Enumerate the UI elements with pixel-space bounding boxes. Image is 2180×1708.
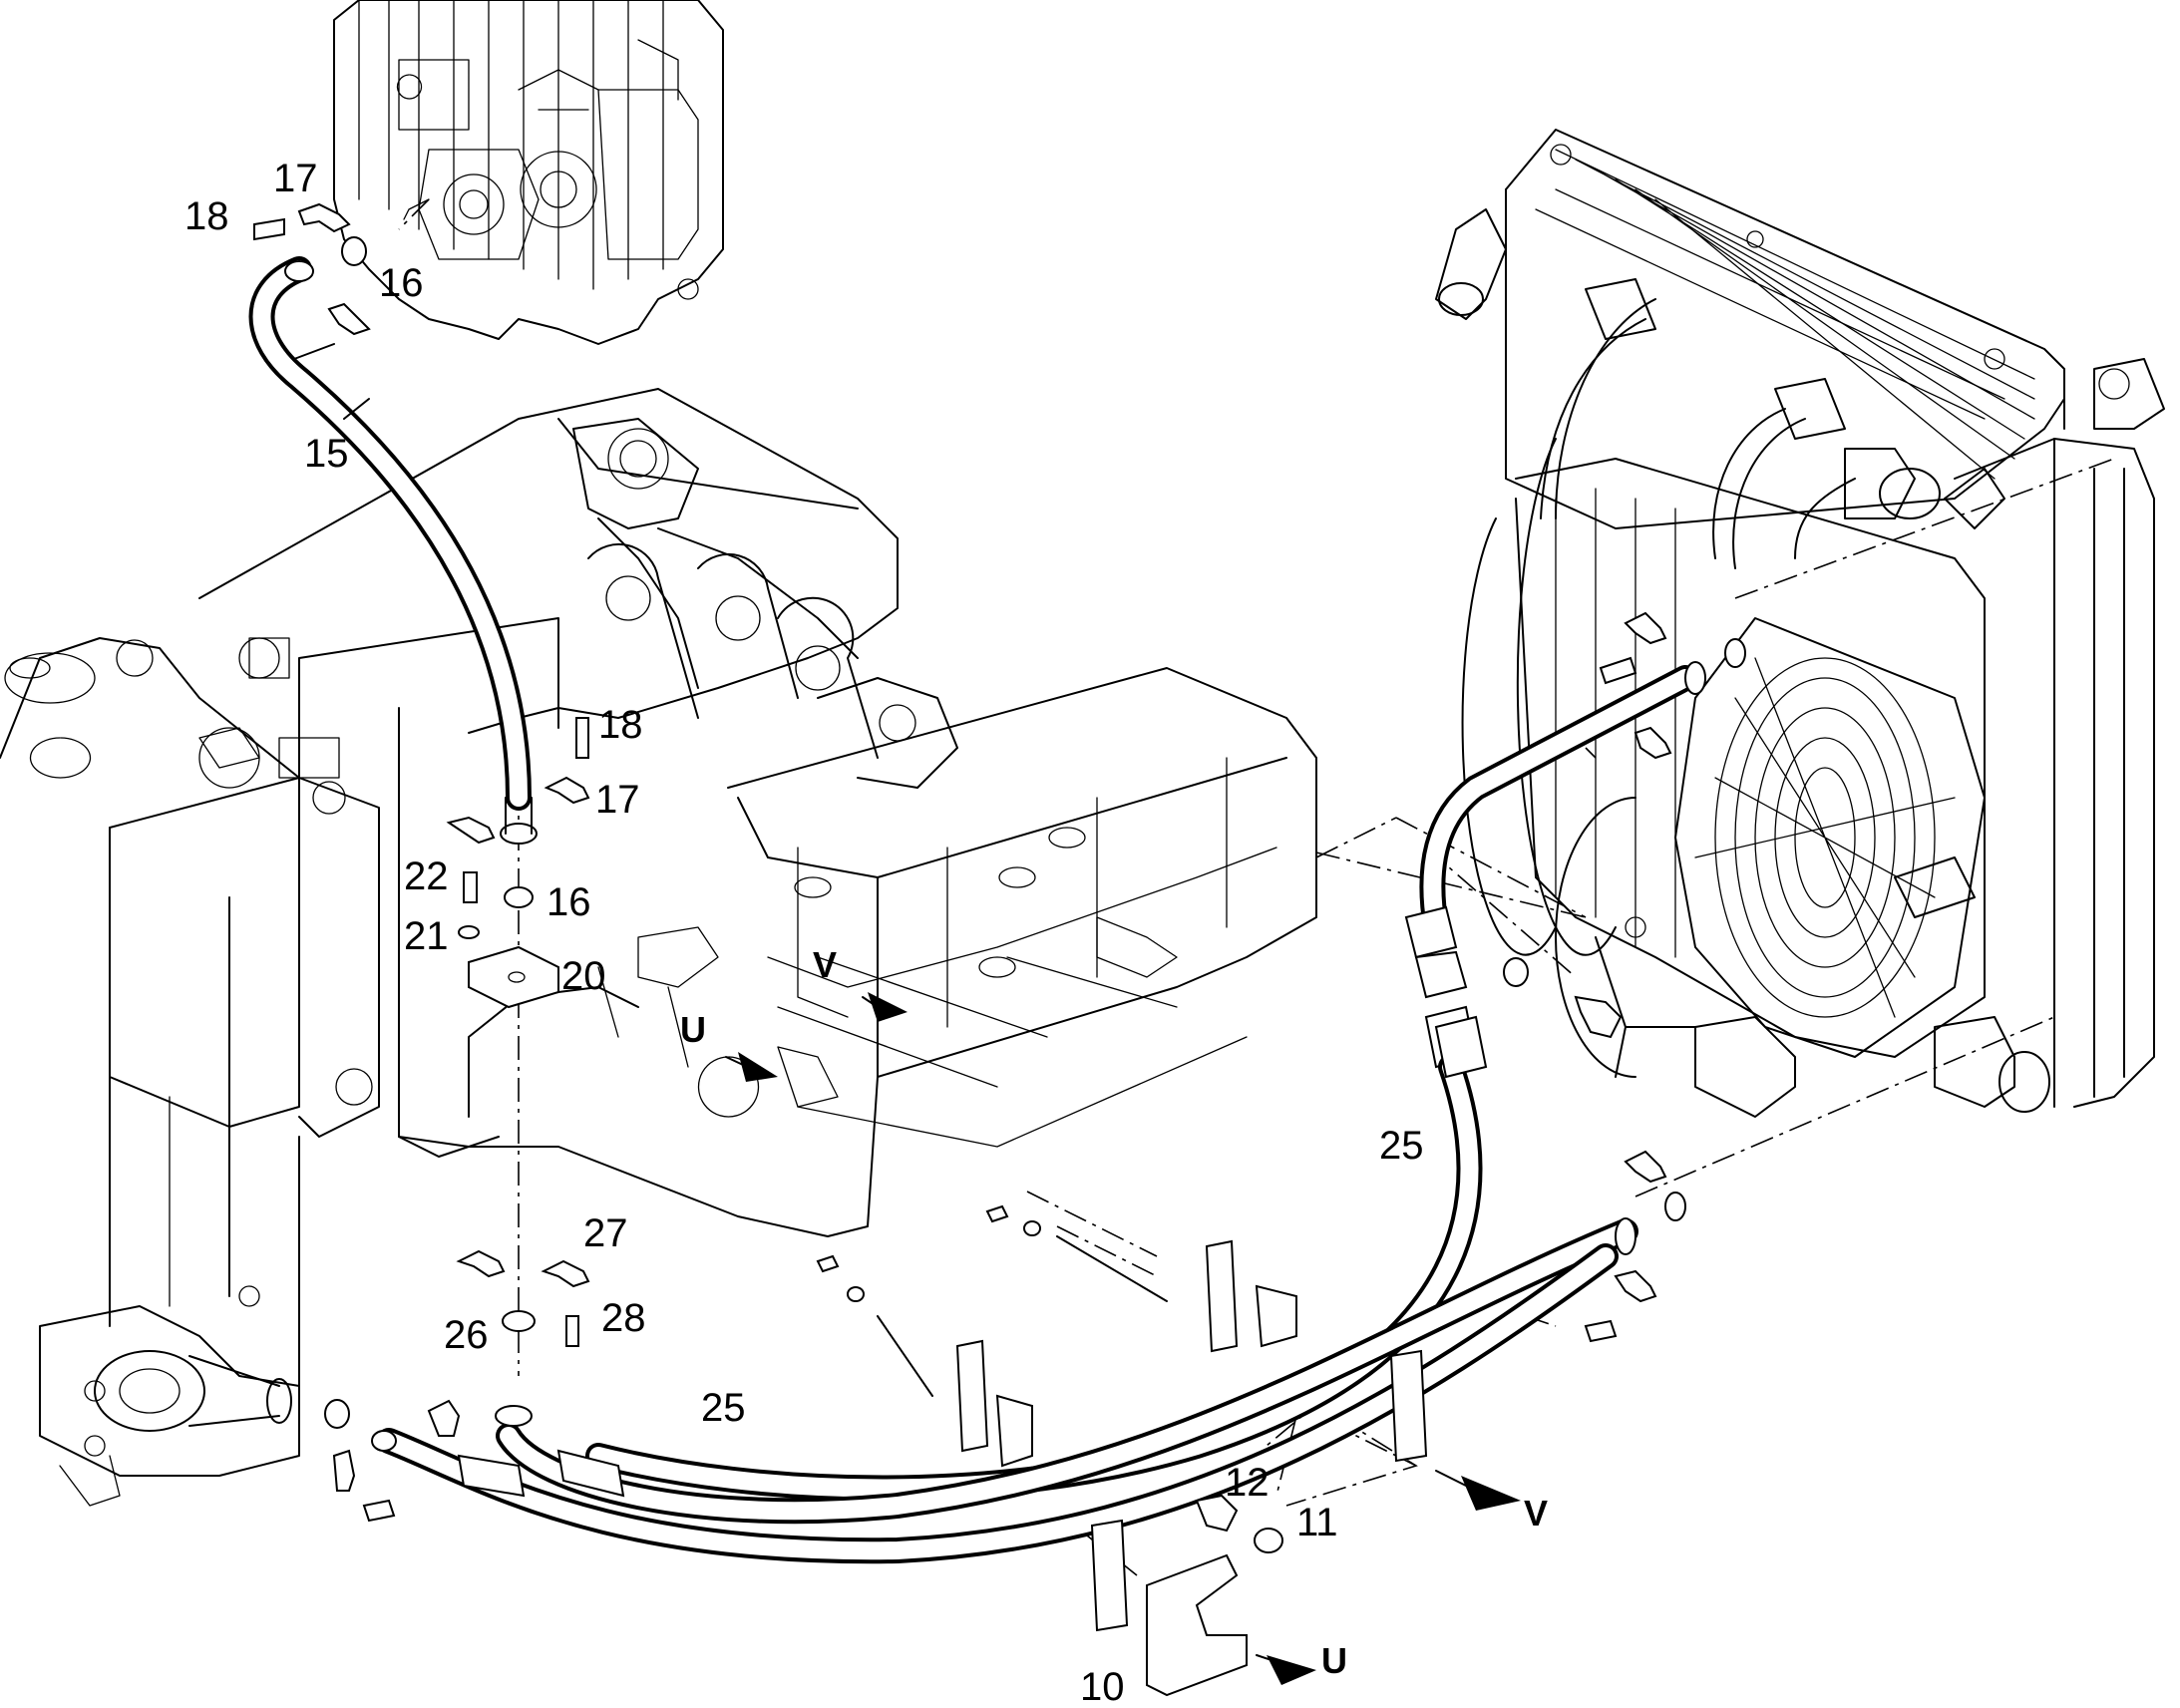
callout-25-lower: 25 xyxy=(701,1386,746,1430)
hose-25-lower xyxy=(371,1217,1638,1564)
callout-21: 21 xyxy=(404,914,449,958)
section-marker-u-bottom: U xyxy=(1321,1640,1347,1681)
callout-17-mid: 17 xyxy=(595,778,640,822)
machine-frame xyxy=(198,388,1317,1237)
v-top-arrow-icon xyxy=(868,992,908,1022)
u-bottom-arrow-icon xyxy=(1267,1655,1316,1685)
u-top-arrow-icon xyxy=(738,1052,778,1082)
callout-16-mid: 16 xyxy=(546,880,591,924)
radiator-cooler xyxy=(1435,129,2165,1118)
callout-10: 10 xyxy=(1080,1665,1125,1708)
callout-18-top: 18 xyxy=(184,194,229,238)
callout-12: 12 xyxy=(1225,1461,1270,1505)
fittings xyxy=(253,202,1746,1697)
callout-17-top: 17 xyxy=(273,157,318,200)
control-valve-block xyxy=(333,0,724,345)
callout-25-upper: 25 xyxy=(1379,1124,1424,1168)
callout-20: 20 xyxy=(561,954,606,998)
callout-16-top: 16 xyxy=(379,261,424,305)
callout-22: 22 xyxy=(404,854,449,898)
callout-11: 11 xyxy=(1296,1501,1338,1544)
hose-15 xyxy=(248,256,538,845)
section-arrows xyxy=(725,992,1521,1685)
callout-28: 28 xyxy=(601,1296,646,1340)
callout-27: 27 xyxy=(583,1211,628,1255)
hose-25-upper xyxy=(585,661,1706,1502)
callout-26: 26 xyxy=(444,1313,489,1357)
hydraulic-tank xyxy=(0,637,380,1507)
section-marker-v-top: V xyxy=(813,944,837,985)
section-marker-v-bottom: V xyxy=(1524,1493,1548,1534)
callout-15: 15 xyxy=(304,432,349,476)
callout-18-mid: 18 xyxy=(598,703,643,747)
callout-labels: 18 17 16 15 18 17 22 16 21 20 V U 25 27 … xyxy=(184,157,1548,1708)
v-bottom-arrow-icon xyxy=(1461,1476,1521,1511)
section-marker-u-top: U xyxy=(680,1009,706,1050)
